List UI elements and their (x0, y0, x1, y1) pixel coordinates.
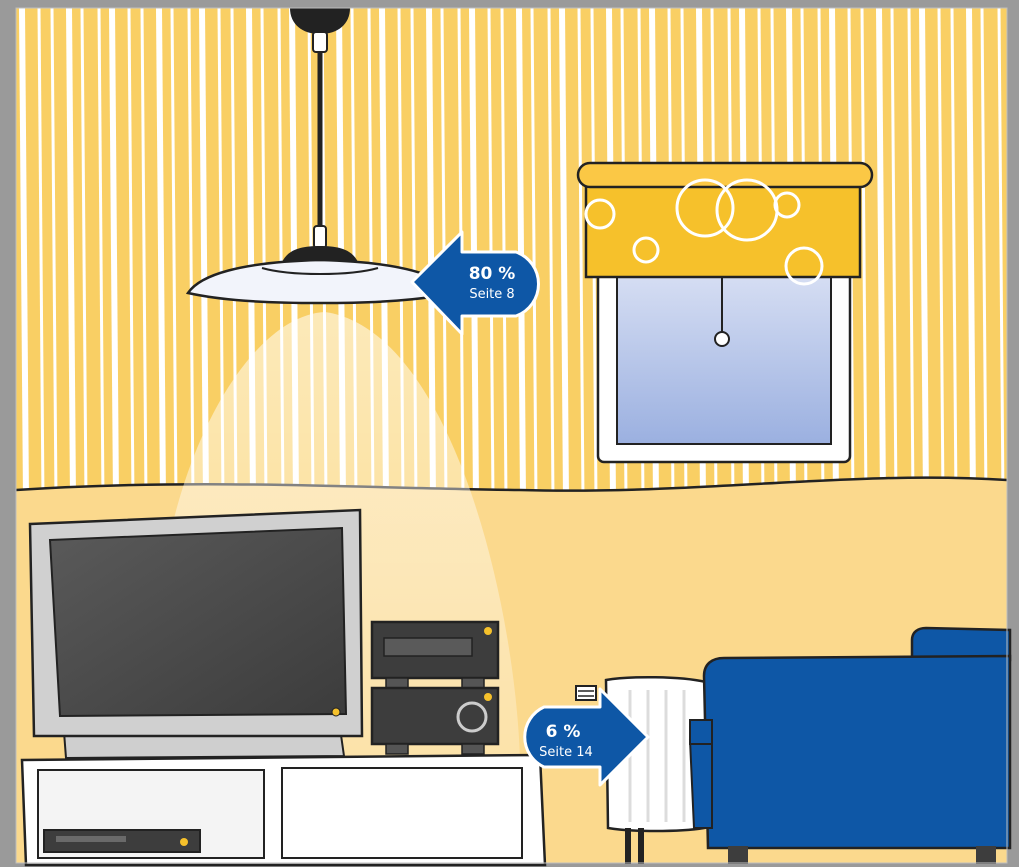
wallpaper-stripe (22, 8, 26, 500)
radiator-callout-page: Seite 14 (539, 745, 593, 760)
wallpaper-stripe (969, 8, 973, 500)
wallpaper-stripe (202, 8, 206, 500)
radiator-callout-value: 6 % (546, 722, 581, 742)
wallpaper-stripe (112, 8, 116, 500)
lamp-callout-value: 80 % (469, 264, 516, 284)
stereo-icon (372, 622, 498, 754)
dvd-player-icon (44, 830, 200, 852)
wallpaper-stripe (879, 8, 883, 500)
wallpaper-stripe (69, 8, 73, 500)
wallpaper-stripe (922, 8, 926, 500)
wallpaper-stripe (562, 8, 566, 500)
wallpaper-stripe (159, 8, 163, 500)
lamp-callout-page: Seite 8 (469, 287, 514, 302)
roller-blind-icon (578, 163, 872, 284)
sofa-icon (690, 628, 1010, 864)
tv-icon (30, 510, 362, 758)
